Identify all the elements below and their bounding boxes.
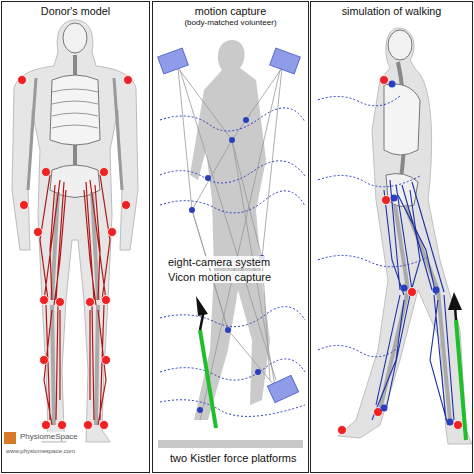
logo-text: www.physiomespace.com [4, 448, 77, 454]
panel-title: motion capture [153, 5, 308, 17]
annotation-label: two Kistler force platforms [168, 452, 299, 464]
figure-panel: Donor's model [1, 1, 150, 473]
figure-panel: simulation of walking [310, 1, 473, 473]
logo-mark [4, 432, 16, 444]
logo-text: PhysiomeSpace [18, 432, 80, 441]
annotation-label: eight-camera system [166, 256, 272, 268]
panel-title: simulation of walking [311, 5, 472, 17]
walking-simulation [318, 28, 472, 444]
donor-model [12, 20, 138, 442]
motion-capture-scene [158, 40, 305, 448]
panel-subtitle: (body-matched volunteer) [153, 18, 308, 27]
figure-panel: motion capture(body-matched volunteer) [152, 1, 309, 473]
annotation-label: Vicon motion capture [166, 271, 273, 283]
panel-title: Donor's model [2, 5, 149, 17]
